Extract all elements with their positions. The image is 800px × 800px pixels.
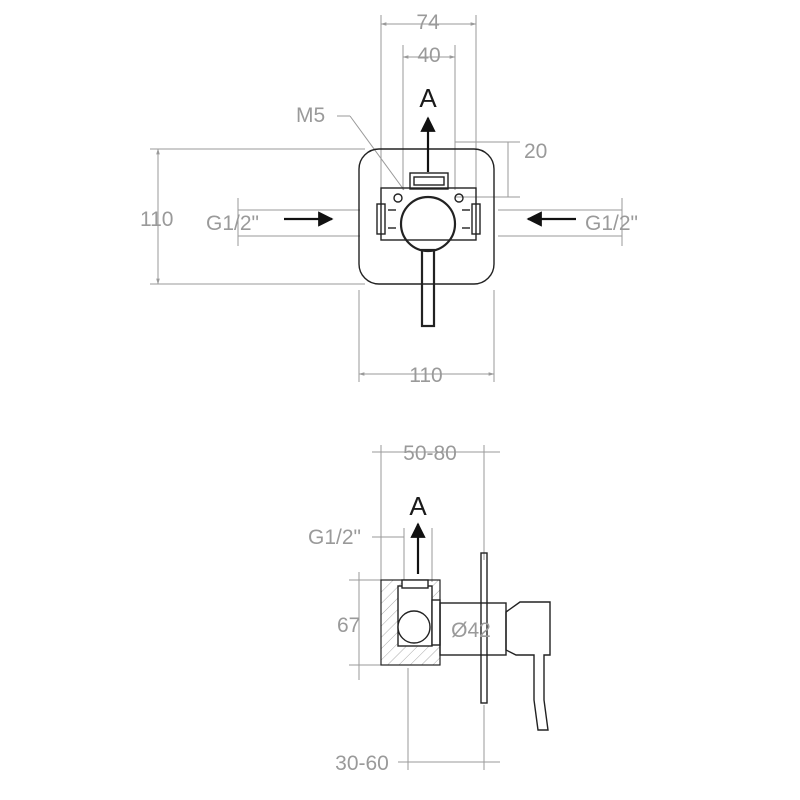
dim-height: 110 xyxy=(140,208,173,231)
dim-offset: 20 xyxy=(524,140,547,163)
dim-depth: 50-80 xyxy=(403,442,457,465)
dim-body-height: 67 xyxy=(337,614,360,637)
valve-body-side xyxy=(397,579,441,647)
lever-handle-side xyxy=(505,601,551,731)
dim-wall: 30-60 xyxy=(335,752,389,775)
side-view: 50-80 A G1/2" 67 Ø42 30-60 xyxy=(308,442,551,775)
dim-width-outer: 74 xyxy=(416,11,440,34)
cover-plate xyxy=(358,148,495,285)
dim-diameter: Ø42 xyxy=(451,619,491,642)
dim-width-inner: 40 xyxy=(417,44,440,67)
screw-label: M5 xyxy=(296,104,325,127)
cover-plate-side xyxy=(480,552,488,704)
valve-body-top xyxy=(376,172,481,241)
inlet-label-right: G1/2" xyxy=(585,212,638,235)
top-dim-lines xyxy=(150,15,623,382)
outlet-thread-label: G1/2" xyxy=(308,526,361,549)
inlet-label-left: G1/2" xyxy=(206,212,259,235)
cartridge-cap xyxy=(399,195,457,253)
top-view: 74 40 A M5 20 110 G1/2" G1/2" 110 xyxy=(140,11,638,387)
flow-label-side: A xyxy=(409,491,427,521)
lever-handle xyxy=(420,248,436,328)
dim-plate-width: 110 xyxy=(409,364,442,387)
flow-label-top: A xyxy=(419,83,437,113)
